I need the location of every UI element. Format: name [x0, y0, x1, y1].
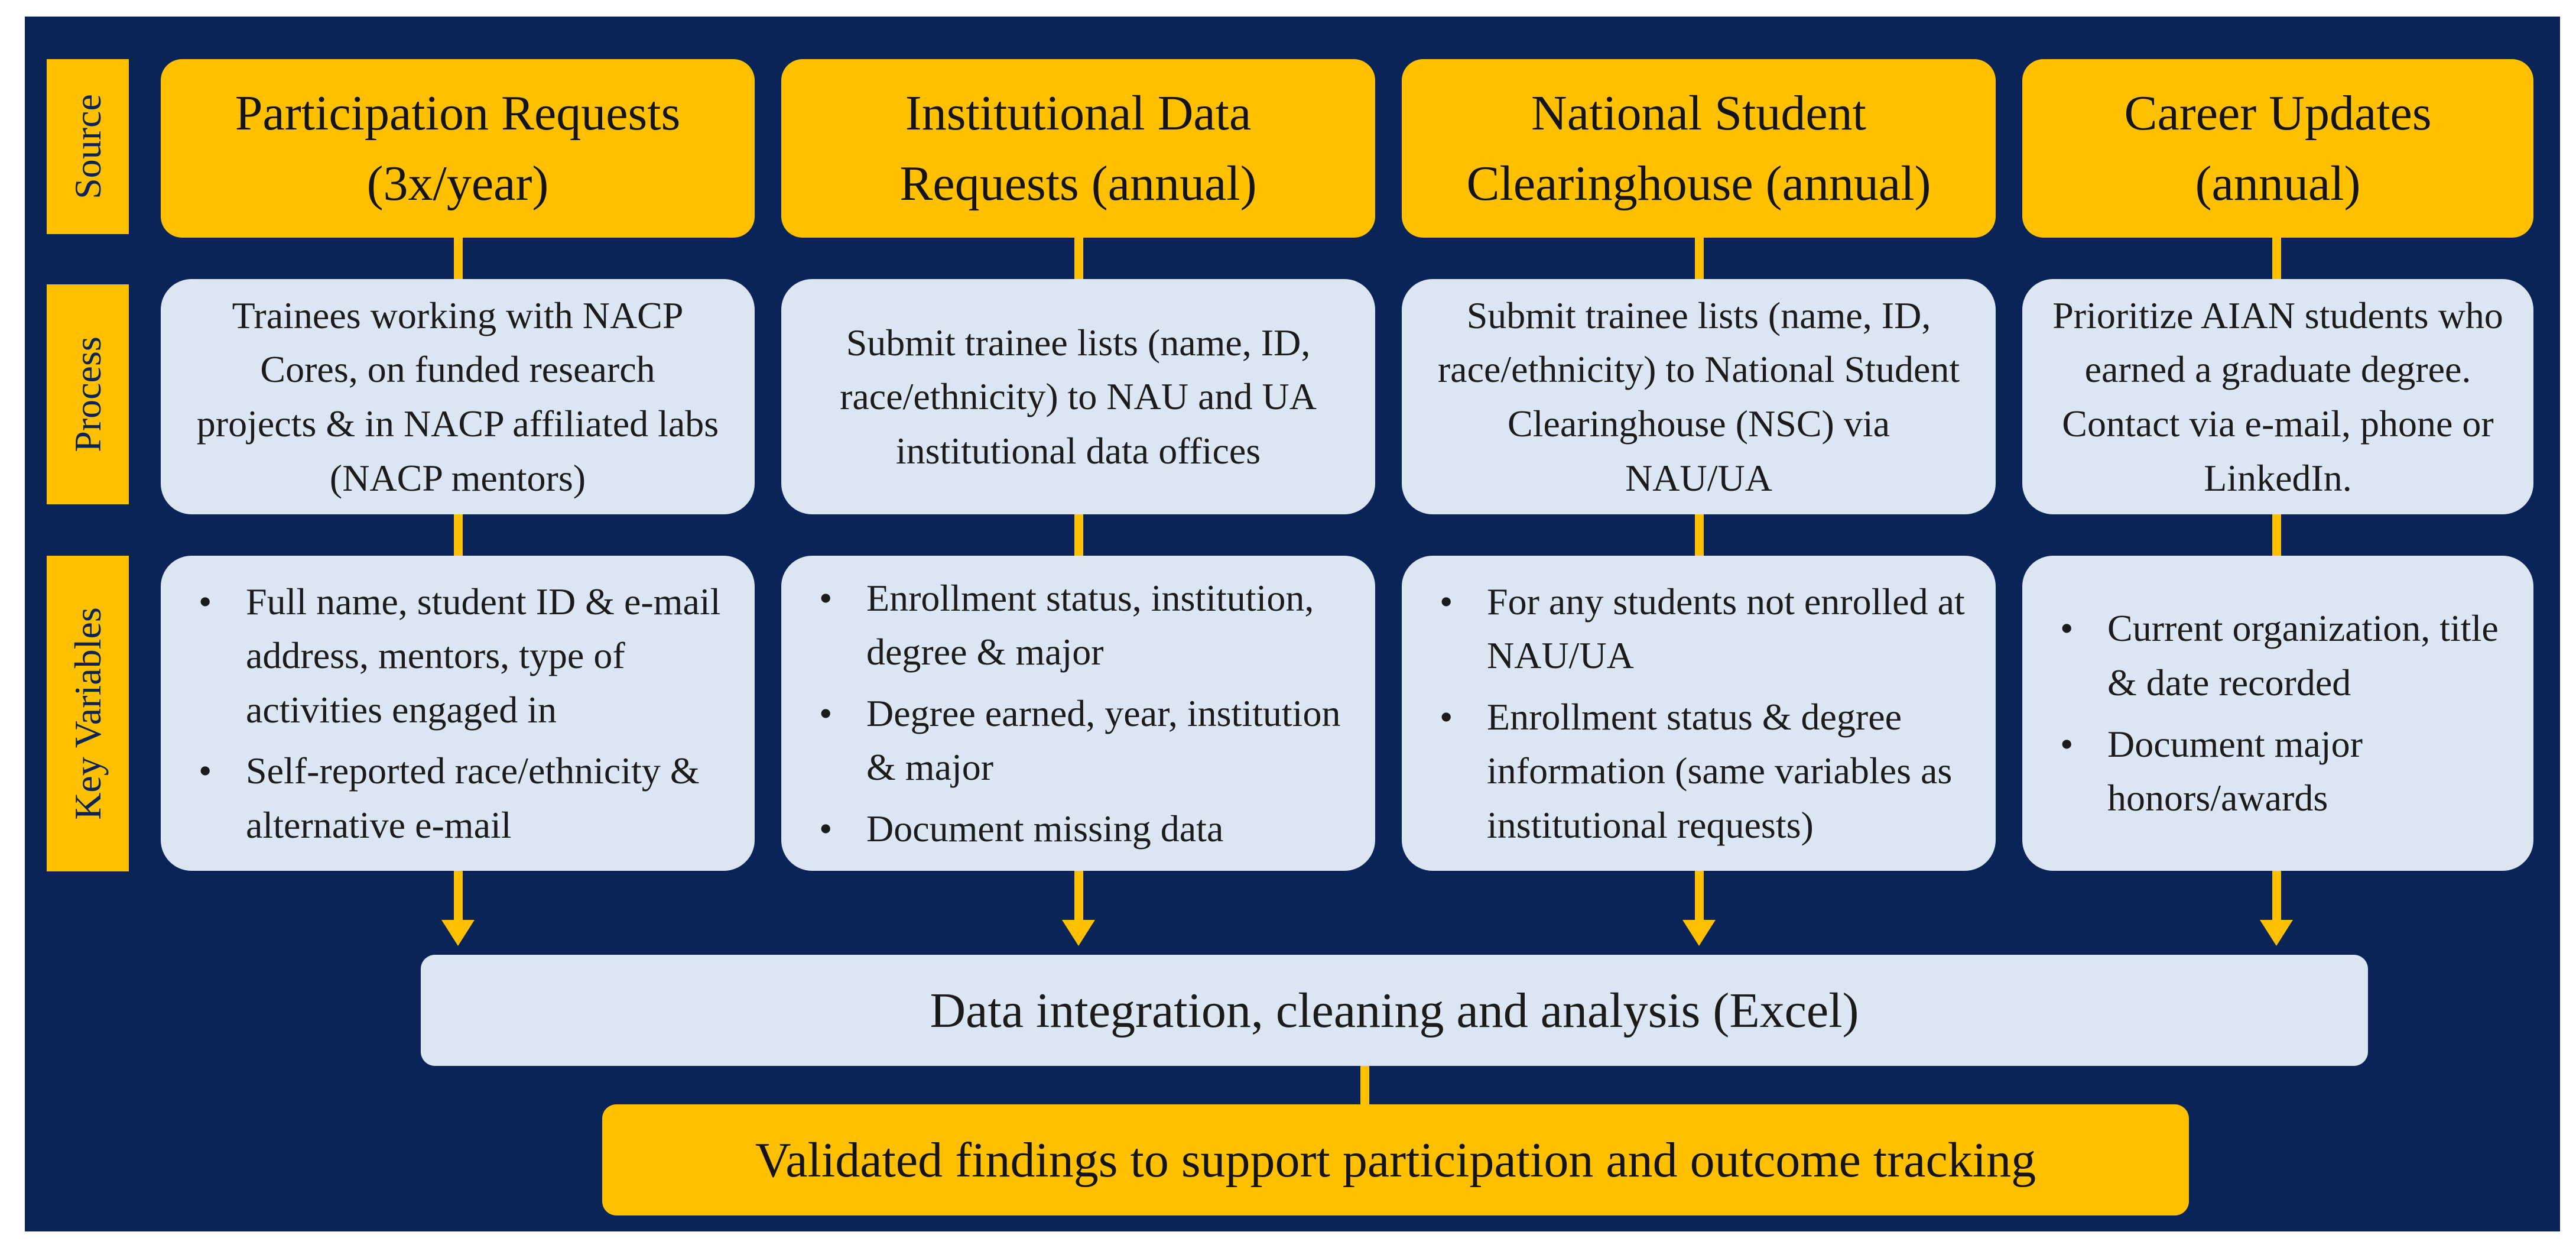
source-frequency: Requests (annual): [899, 156, 1257, 211]
list-item: Self-reported race/ethnicity & alternati…: [196, 744, 725, 852]
key-variables-list: Full name, student ID & e-mail address, …: [196, 568, 725, 860]
connector-line: [1360, 1066, 1369, 1104]
row-label-process-text: Process: [66, 336, 109, 452]
list-item: Enrollment status, institution, degree &…: [817, 571, 1346, 679]
source-participation-requests: Participation Requests (3x/year): [161, 59, 755, 238]
connector-line: [1695, 514, 1704, 556]
connector-line: [454, 871, 463, 921]
list-item: Current organization, title & date recor…: [2058, 601, 2504, 709]
key-variables-national-student-clearinghouse: For any students not enrolled at NAU/UA …: [1402, 556, 1996, 871]
process-text: Trainees working with NACP Cores, on fun…: [196, 294, 719, 499]
key-variables-list: Enrollment status, institution, degree &…: [817, 564, 1346, 863]
row-label-key-variables: Key Variables: [47, 556, 129, 871]
source-frequency: (annual): [2195, 156, 2361, 211]
connector-line: [454, 238, 463, 279]
process-career-updates: Prioritize AIAN students who earned a gr…: [2022, 279, 2533, 514]
list-item: Enrollment status & degree information (…: [1437, 690, 1966, 852]
connector-line: [1695, 871, 1704, 921]
arrow-down-icon: [2260, 920, 2293, 946]
validated-findings-box: Validated findings to support participat…: [602, 1104, 2189, 1215]
data-integration-box: Data integration, cleaning and analysis …: [421, 955, 2368, 1066]
source-career-updates: Career Updates (annual): [2022, 59, 2533, 238]
source-frequency: (3x/year): [366, 156, 549, 211]
row-label-key-variables-text: Key Variables: [66, 607, 109, 820]
list-item: Document missing data: [817, 802, 1346, 856]
arrow-down-icon: [1682, 920, 1716, 946]
row-label-source-text: Source: [66, 94, 109, 199]
data-integration-text: Data integration, cleaning and analysis …: [930, 983, 1859, 1038]
connector-line: [1074, 871, 1083, 921]
connector-line: [2272, 514, 2281, 556]
diagram-canvas: Source Process Key Variables Participati…: [25, 17, 2560, 1231]
process-text: Submit trainee lists (name, ID, race/eth…: [1437, 294, 1960, 499]
source-title: Career Updates: [2124, 85, 2432, 141]
connector-line: [454, 514, 463, 556]
process-text: Prioritize AIAN students who earned a gr…: [2052, 294, 2503, 499]
validated-findings-text: Validated findings to support participat…: [755, 1132, 2036, 1188]
key-variables-list: Current organization, title & date recor…: [2058, 594, 2504, 832]
connector-line: [1695, 238, 1704, 279]
list-item: Full name, student ID & e-mail address, …: [196, 575, 725, 737]
arrow-down-icon: [1062, 920, 1095, 946]
key-variables-participation-requests: Full name, student ID & e-mail address, …: [161, 556, 755, 871]
list-item: For any students not enrolled at NAU/UA: [1437, 575, 1966, 683]
row-label-process: Process: [47, 284, 129, 504]
key-variables-institutional-data-requests: Enrollment status, institution, degree &…: [781, 556, 1375, 871]
key-variables-list: For any students not enrolled at NAU/UA …: [1437, 568, 1966, 860]
list-item: Degree earned, year, institution & major: [817, 686, 1346, 795]
process-institutional-data-requests: Submit trainee lists (name, ID, race/eth…: [781, 279, 1375, 514]
process-text: Submit trainee lists (name, ID, race/eth…: [840, 321, 1317, 472]
source-frequency: Clearinghouse (annual): [1466, 156, 1931, 211]
process-national-student-clearinghouse: Submit trainee lists (name, ID, race/eth…: [1402, 279, 1996, 514]
row-label-source: Source: [47, 59, 129, 234]
connector-line: [1074, 514, 1083, 556]
source-title: Institutional Data: [905, 85, 1252, 141]
source-national-student-clearinghouse: National Student Clearinghouse (annual): [1402, 59, 1996, 238]
process-participation-requests: Trainees working with NACP Cores, on fun…: [161, 279, 755, 514]
connector-line: [2272, 871, 2281, 921]
source-title: Participation Requests: [235, 85, 681, 141]
arrow-down-icon: [441, 920, 475, 946]
source-title: National Student: [1531, 85, 1866, 141]
source-institutional-data-requests: Institutional Data Requests (annual): [781, 59, 1375, 238]
connector-line: [1074, 238, 1083, 279]
connector-line: [2272, 238, 2281, 279]
list-item: Document major honors/awards: [2058, 717, 2504, 825]
key-variables-career-updates: Current organization, title & date recor…: [2022, 556, 2533, 871]
